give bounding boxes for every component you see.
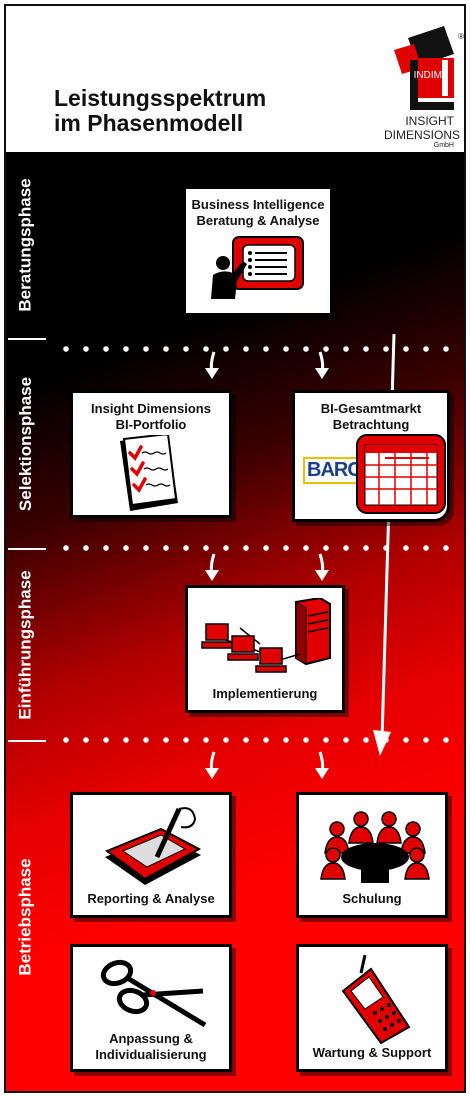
box-anpassung: Anpassung & Individualisierung bbox=[70, 944, 232, 1072]
box-wartung: Wartung & Support bbox=[296, 944, 448, 1072]
phase-label-selektion: Selektionsphase bbox=[16, 376, 36, 512]
phase-divider bbox=[8, 548, 46, 550]
box-wartung-label: Wartung & Support bbox=[312, 1045, 432, 1060]
logo-mark-icon bbox=[394, 26, 454, 110]
logo-line-2: DIMENSIONS bbox=[383, 128, 460, 142]
phase-divider bbox=[8, 740, 46, 742]
logo-badge: INDIM bbox=[413, 70, 442, 81]
box-portfolio: Insight Dimensions BI-Portfolio bbox=[70, 390, 232, 518]
phase-divider bbox=[8, 338, 46, 340]
box-portfolio-line-2: BI-Portfolio bbox=[115, 417, 187, 432]
phase-label-betrieb: Betriebsphase bbox=[16, 857, 36, 976]
meeting-icon bbox=[320, 811, 430, 883]
arrow-down-icon bbox=[205, 553, 219, 581]
title-line-2: im Phasenmodell bbox=[54, 110, 244, 136]
box-bi-beratung-line-2: Beratung & Analyse bbox=[196, 213, 320, 228]
mobile-phone-icon bbox=[341, 954, 411, 1045]
logo-line-3: GmbH bbox=[433, 142, 454, 149]
scissors-icon bbox=[100, 959, 207, 1028]
box-schulung-label: Schulung bbox=[342, 891, 402, 906]
phase-sidebar: Beratungsphase Selektionsphase Einführun… bbox=[6, 152, 46, 1091]
header: Leistungsspektrum im Phasenmodell INDIM … bbox=[6, 6, 464, 152]
presenter-icon bbox=[211, 236, 304, 299]
arrow-down-icon bbox=[205, 751, 219, 779]
box-gesamtmarkt-line-2: Betrachtung bbox=[332, 417, 410, 432]
phase-label-beratung: Beratungsphase bbox=[16, 178, 36, 312]
phase-separator bbox=[56, 545, 460, 551]
logo-reg-mark: ® bbox=[458, 32, 464, 41]
box-gesamtmarkt-line-1: BI-Gesamtmarkt bbox=[320, 401, 422, 416]
arrow-down-icon bbox=[315, 751, 329, 779]
phase-separator bbox=[56, 346, 460, 352]
tablet-pen-icon bbox=[104, 807, 202, 885]
company-logo: INDIM ® INSIGHT DIMENSIONS GmbH bbox=[384, 20, 464, 152]
box-gesamtmarkt: BI-Gesamtmarkt Betrachtung BARC bbox=[292, 390, 450, 522]
title-line-1: Leistungsspektrum bbox=[54, 85, 267, 111]
box-anpassung-line-1: Anpassung & bbox=[109, 1031, 193, 1046]
arrow-down-icon bbox=[205, 351, 219, 379]
box-implementierung-label: Implementierung bbox=[212, 686, 318, 701]
box-bi-beratung-line-1: Business Intelligence bbox=[191, 197, 325, 212]
box-anpassung-line-2: Individualisierung bbox=[95, 1047, 207, 1062]
logo-line-1: INSIGHT bbox=[405, 114, 454, 128]
box-bi-beratung: Business Intelligence Beratung & Analyse bbox=[183, 186, 333, 316]
phase-separator bbox=[56, 737, 460, 743]
page-title: Leistungsspektrum im Phasenmodell bbox=[54, 86, 266, 136]
barc-icon bbox=[356, 434, 446, 514]
checklist-icon bbox=[120, 432, 178, 511]
box-portfolio-line-1: Insight Dimensions bbox=[91, 401, 211, 416]
box-reporting-label: Reporting & Analyse bbox=[87, 891, 215, 906]
box-reporting: Reporting & Analyse bbox=[70, 792, 232, 918]
network-computers-icon bbox=[201, 598, 331, 673]
box-implementierung: Implementierung bbox=[185, 585, 345, 713]
box-schulung: Schulung bbox=[296, 792, 448, 918]
phase-label-einfuehrung: Einführungsphase bbox=[16, 570, 36, 720]
arrow-down-icon bbox=[315, 351, 329, 379]
arrow-down-icon bbox=[315, 553, 329, 581]
